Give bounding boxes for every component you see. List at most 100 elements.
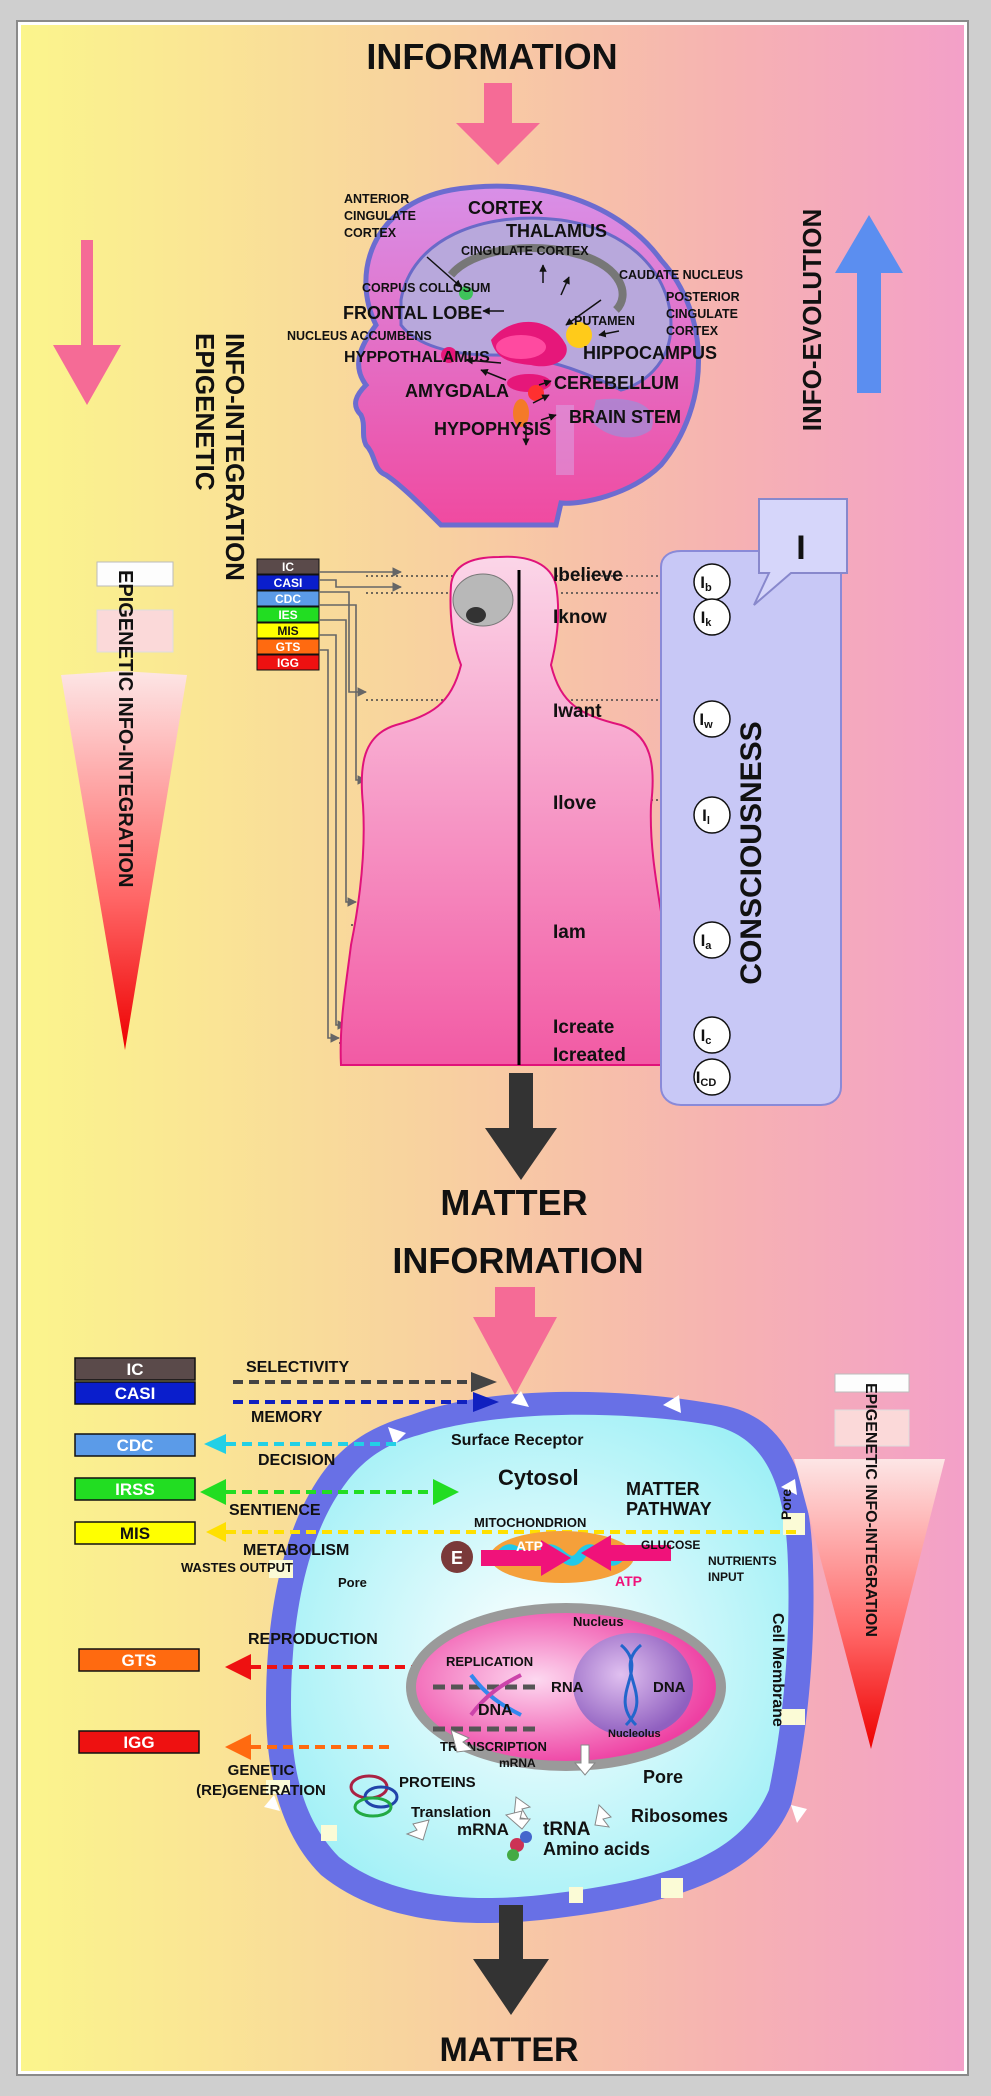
fn-metabolism: METABOLISM	[243, 1542, 349, 1559]
dna-right-label: DNA	[653, 1679, 686, 1696]
right-bar-2	[834, 1409, 910, 1447]
symbol-0: Ib	[700, 573, 712, 594]
mid-legend-label-5: GTS	[276, 640, 301, 654]
dna-left-label: DNA	[478, 1702, 513, 1719]
label-cortex: CORTEX	[468, 198, 543, 218]
nucleolus-label: Nucleolus	[608, 1728, 661, 1740]
mid-legend-label-6: IGG	[277, 656, 299, 670]
symbol-circle-5	[693, 1016, 731, 1054]
cell-info-arrow	[473, 1287, 557, 1395]
mid-legend-swatch-2	[256, 590, 320, 607]
function-arrows	[226, 1380, 801, 1749]
symbol-circle-2	[693, 700, 731, 738]
mid-legend-label-4: MIS	[277, 624, 298, 638]
fn-genetic: GENETIC(RE)GENERATION	[196, 1762, 326, 1799]
rna-label: RNA	[551, 1679, 584, 1696]
label-hypothalamus: HYPPOTHALAMUS	[344, 349, 490, 366]
membrane-pores	[266, 1513, 805, 1903]
cell-heading: INFORMATION	[392, 1240, 643, 1281]
label-amygdala: AMYGDALA	[405, 381, 509, 401]
label-hippocampus: HIPPOCAMPUS	[583, 343, 717, 363]
atp-bottom-label: ATP	[615, 1573, 642, 1589]
ribosomes-label: Ribosomes	[631, 1806, 728, 1826]
protein-tangle	[349, 1774, 399, 1818]
epigenetic-red-arrow	[61, 671, 187, 1050]
cell-legend-swatch-0	[74, 1357, 196, 1381]
atp-arrow-left	[481, 1540, 571, 1576]
glucose-arrow	[581, 1535, 671, 1571]
legend-bar-2	[96, 609, 174, 653]
fn-wastes: WASTES OUTPUT	[181, 1560, 293, 1575]
mid-legend-label-3: IES	[278, 608, 297, 622]
symbol-circle-6	[693, 1058, 731, 1096]
mid-legend-swatch-1	[256, 574, 320, 591]
label-thalamus: THALAMUS	[506, 221, 607, 241]
pore-left-label: Pore	[338, 1575, 367, 1590]
cell-legend-swatch-4	[74, 1521, 196, 1545]
middle-vertical-label: EPIGENETIC INFO-INTEGRATION	[114, 570, 136, 887]
trna-label: tRNA	[543, 1819, 591, 1840]
amino-acids-label: Amino acids	[543, 1839, 650, 1859]
label-brain-stem: BRAIN STEM	[569, 407, 681, 427]
info-down-arrow	[456, 83, 540, 165]
statement-6: Icreated	[553, 1045, 626, 1066]
statements: IbelieveIknowIwantIloveIamIcreateIcreate…	[553, 565, 626, 1066]
cell-legend-label-2: CDC	[117, 1436, 154, 1455]
cell-legend-swatch-3	[74, 1477, 196, 1501]
dna-helix-right	[620, 1643, 638, 1727]
cell-legend-label-1: CASI	[115, 1384, 156, 1403]
right-red-arrow	[794, 1459, 945, 1749]
mrna-label: mRNA	[457, 1820, 509, 1839]
dna-helix-right-2	[624, 1643, 642, 1727]
fn-memory: MEMORY	[251, 1409, 323, 1426]
consciousness-label: CONSCIOUSNESS	[735, 721, 768, 984]
symbol-circle-3	[693, 796, 731, 834]
surface-receptor-label: Surface Receptor	[451, 1432, 584, 1449]
statement-5: Icreate	[553, 1017, 614, 1038]
right-bar-1	[834, 1373, 910, 1393]
brain-icon-stem	[466, 607, 486, 623]
atp-top-label: ATP	[516, 1538, 543, 1554]
dna-helix-left-2	[469, 1673, 522, 1717]
mid-legend-swatch-5	[256, 638, 320, 655]
dna-strands	[433, 1684, 541, 1732]
cell-matter: MATTER	[439, 2031, 578, 2069]
pore-right-label: Pore	[778, 1489, 794, 1520]
label-corpus-collosum: CORPUS COLLOSUM	[362, 281, 490, 295]
cell-legend-label-3: IRSS	[115, 1480, 155, 1499]
mid-legend-swatch-0	[256, 558, 320, 575]
label-nucleus-accumbens: NUCLEUS ACCUMBENS	[287, 329, 432, 343]
cell-legend-label-5: GTS	[122, 1651, 157, 1670]
mid-legend-swatch-4	[256, 622, 320, 639]
mitochondrion-label: MITOCHONDRION	[474, 1515, 586, 1530]
epigenetic-label-line2: EPIGENETIC	[190, 333, 220, 491]
energy-circle	[441, 1541, 473, 1573]
mid-legend-label-1: CASI	[274, 576, 303, 590]
label-putamen: PUTAMEN	[574, 314, 635, 328]
cell-legend-label-6: IGG	[123, 1733, 154, 1752]
glucose-label: GLUCOSE	[641, 1538, 700, 1552]
cell-matter-arrow	[473, 1905, 549, 2015]
mid-legend-swatch-3	[256, 606, 320, 623]
cell-legend-swatch-2	[74, 1433, 196, 1457]
mid-legend-label-2: CDC	[275, 592, 301, 606]
fn-sentience: SENTIENCE	[229, 1502, 321, 1519]
cell-membrane-label: Cell Membrane	[769, 1613, 786, 1727]
matter-down-arrow	[485, 1073, 557, 1180]
pore-bottom-label: Pore	[643, 1767, 683, 1787]
symbol-4: Ia	[701, 931, 713, 952]
mrna-nucleus-label: mRNA	[499, 1756, 536, 1770]
statement-2: Iwant	[553, 701, 602, 722]
speech-bubble	[753, 498, 848, 606]
label-frontal-lobe: FRONTAL LOBE	[343, 303, 482, 323]
surface-receptors	[264, 1391, 807, 1823]
mid-legend-label-0: IC	[282, 560, 294, 574]
statement-4: Iam	[553, 922, 586, 943]
symbol-5: Ic	[701, 1026, 712, 1047]
symbol-circle-1	[693, 598, 731, 636]
